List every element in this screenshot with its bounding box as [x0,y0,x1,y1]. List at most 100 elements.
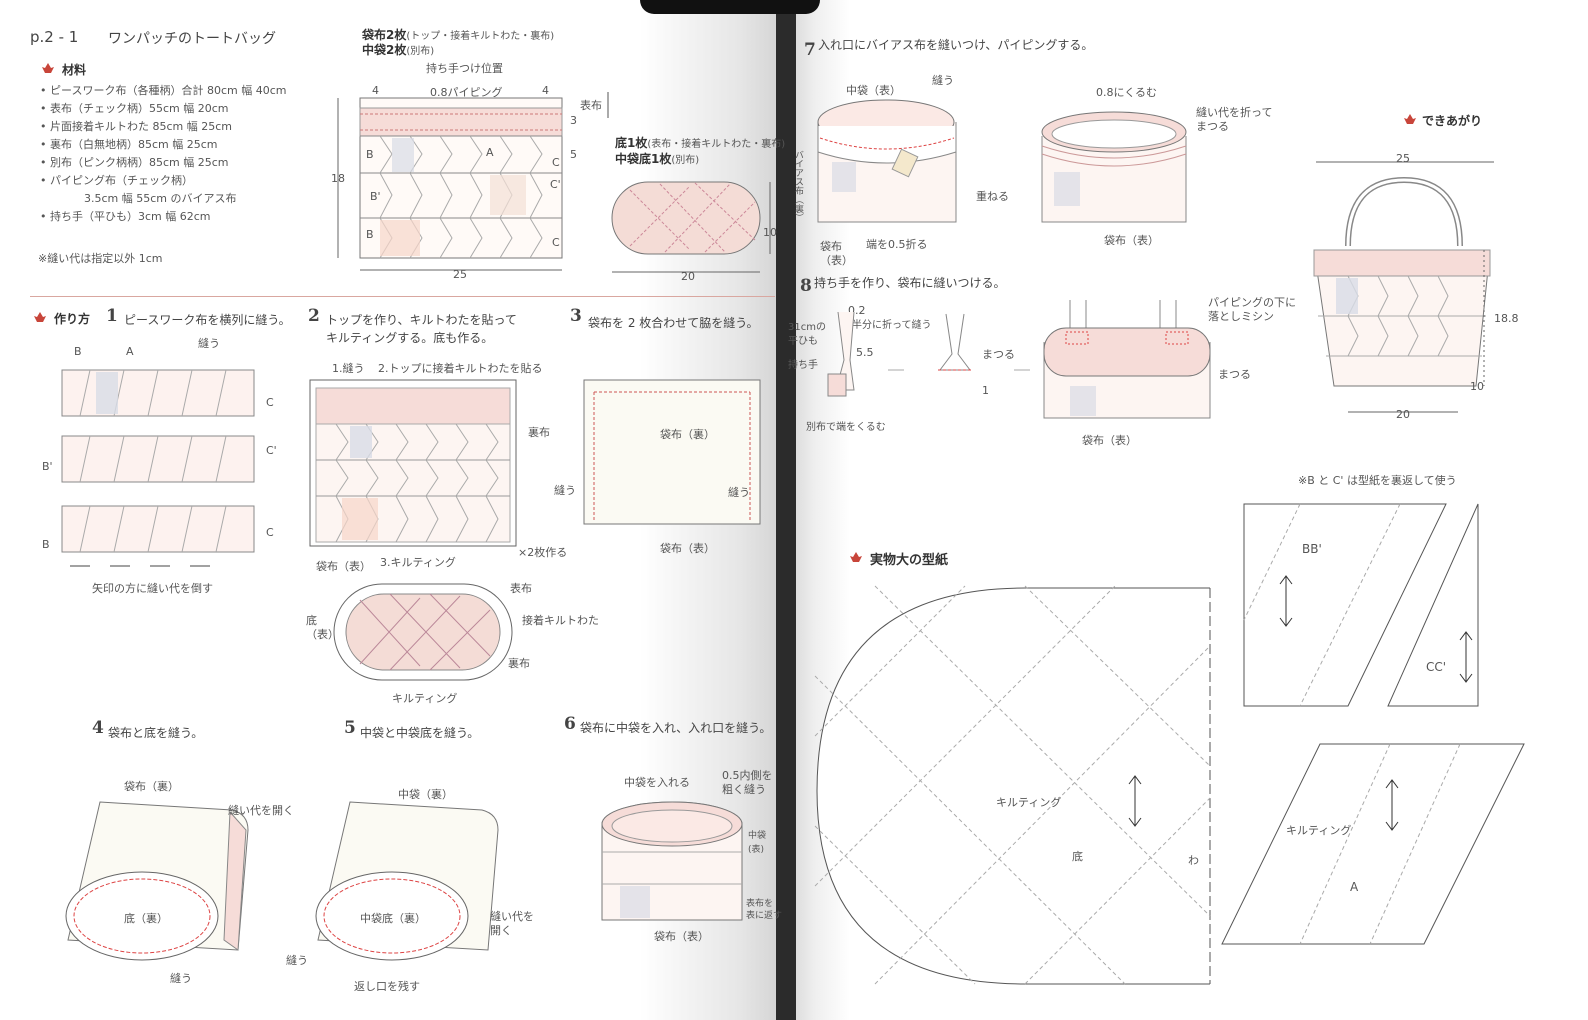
step8-blind-label: まつる [982,348,1015,361]
step2-outer-label: 袋布（表） [316,560,371,573]
step5-center-label: 中袋底（裏） [360,912,426,925]
step7-blind-label: 縫い代を折って [1196,106,1273,119]
step8-val-55: 5.5 [856,346,874,359]
piece-label-bb: BB' [1302,542,1322,556]
finished-bag-illustration [1313,161,1494,413]
lining-title: 中袋2枚(別布) [362,43,435,57]
step8-fold-label: 半分に折って縫う [852,320,932,331]
step8-bottom-label: 袋布（表） [1082,434,1137,447]
pattern-quilt-label: キルティング [996,796,1062,809]
step-text: 袋布を 2 枚合わせて脇を縫う。 [588,316,759,330]
step1-label-c: C [266,396,274,409]
step7-wrap-label: 0.8にくるむ [1096,86,1158,99]
step7-lining-label: 中袋（表） [846,84,901,97]
step8-length-label: 31cmの [788,322,826,333]
bb-pattern-piece [1243,503,1479,707]
step7-bottom-label: 袋布（表） [1104,234,1159,247]
step4-top-label: 袋布（裏） [124,780,179,793]
step8-val-1: 1 [982,384,989,397]
dim-left: 4 [372,84,379,97]
step-text: ピースワーク布を横列に縫う。 [124,313,291,327]
step6-side-label2: 表に返す [746,911,783,921]
piece-label-a: A [486,146,494,159]
material-item: • 裏布（白無地柄）85cm 幅 25cm [40,138,218,151]
width-dim: 25 [453,268,467,281]
section-divider [30,296,775,297]
step-number: 2 [308,306,320,326]
finished-heading: できあがり [1422,114,1483,128]
step-number: 4 [92,718,104,738]
material-item: • 片面接着キルトわた 85cm 幅 25cm [40,120,233,133]
outer-fabric-label: 表布 [580,99,602,112]
howto-heading: 作り方 [54,312,91,326]
piece-label-a: A [1350,880,1359,894]
step-text: 持ち手を作り、袋布に縫いつける。 [814,276,1006,290]
step6-side-label: 表布を [746,899,774,909]
step3-sew-right: 縫う [728,486,750,499]
step5-top-label: 中袋（裏） [398,788,453,801]
step7-fold-label: 端を0.5折る [866,238,928,251]
step2-lining-label: 裏布 [528,426,550,439]
step7-overlap-label: 重ねる [976,190,1009,203]
step2-label-sew: 1.縫う [332,362,365,375]
step1-label-b: B [74,345,82,358]
step1-label-c-prime: C' [266,444,277,457]
step-text: 袋布に中袋を入れ、入れ口を縫う。 [580,721,772,735]
step1-label-sew: 縫う [198,337,220,350]
step8-handle-diagram [827,311,1030,397]
step8-wrap-label: 別布で端をくるむ [806,422,886,433]
step8-piping-label2: 落としミシン [1208,310,1274,323]
step8-piping-label: パイピングの下に [1208,296,1296,309]
book-gutter [776,0,796,1020]
bottom-diagram-title: 底1枚(表布・接着キルトわた・裏布) [615,136,786,150]
main-panel-diagram [337,92,609,271]
step2-panel-diagram [309,379,517,547]
leaf-icon [850,552,862,562]
handle-position-label: 持ち手つけ位置 [426,62,503,75]
dim-5: 5 [570,148,577,161]
oval-quilt-label: キルティング [392,692,458,705]
step-text: トップを作り、キルトわたを貼って [326,313,517,327]
seam-allowance-note: ※縫い代は指定以外 1cm [38,252,163,265]
main-diagram-title: 袋布2枚(トップ・接着キルトわた・裏布) [362,28,555,42]
step1-label-c: C [266,526,274,539]
step7-bias-label: バイアス布（裏） [793,150,803,222]
step-text: 入れ口にバイアス布を縫いつけ、パイピングする。 [818,38,1094,52]
step-number: 7 [804,40,816,60]
material-item: • 別布（ピンク柄柄）85cm 幅 25cm [40,156,229,169]
step-number: 3 [570,306,582,326]
step5-leave-label: 返し口を残す [354,980,420,993]
step7-outer-label: 袋布 [820,240,842,253]
step4-sew-label: 縫う [170,972,192,985]
step7-bag-diagram [817,99,957,223]
step5-bag-diagram [315,801,499,961]
step6-outer-label: 袋布（表） [654,930,709,943]
step-text: 袋布と底を縫う。 [108,726,204,740]
step-text: 中袋と中袋底を縫う。 [360,726,480,740]
step1-label-b: B [42,538,50,551]
book-top-shadow [640,0,820,14]
material-item: 3.5cm 幅 55cm のバイアス布 [84,192,237,205]
oval-bottom-label2: （表） [306,628,339,641]
piece-label-b: B [366,228,374,241]
pattern-note: ※B と C' は型紙を裏返して使う [1298,474,1457,487]
step8-length-label2: 平ひも [788,336,818,347]
step2-label-batting: 2.トップに接着キルトわたを貼る [378,362,543,375]
piece-label-cc: CC' [1426,660,1447,674]
oval-bottom-label: 底 [306,614,317,627]
leaf-icon [34,312,46,322]
step3-outer-label: 袋布（表） [660,542,715,555]
materials-heading: 材料 [62,63,87,77]
step4-center-label: 底（裏） [124,912,168,925]
step8-bag-diagram [1043,300,1211,419]
piping-label: 0.8パイピング [430,86,503,99]
bottom-lining-title: 中袋底1枚(別布) [615,152,700,166]
piece-label-c-prime: C' [550,178,561,191]
piece-label-c: C [552,156,560,169]
piece-label-c: C [552,236,560,249]
pattern-heading: 実物大の型紙 [870,553,949,568]
step2-bottom-oval [333,583,513,681]
step2-quilt-label: 3.キルティング [380,556,456,569]
leaf-icon [42,63,54,73]
pattern-fold-label: わ [1188,854,1199,867]
